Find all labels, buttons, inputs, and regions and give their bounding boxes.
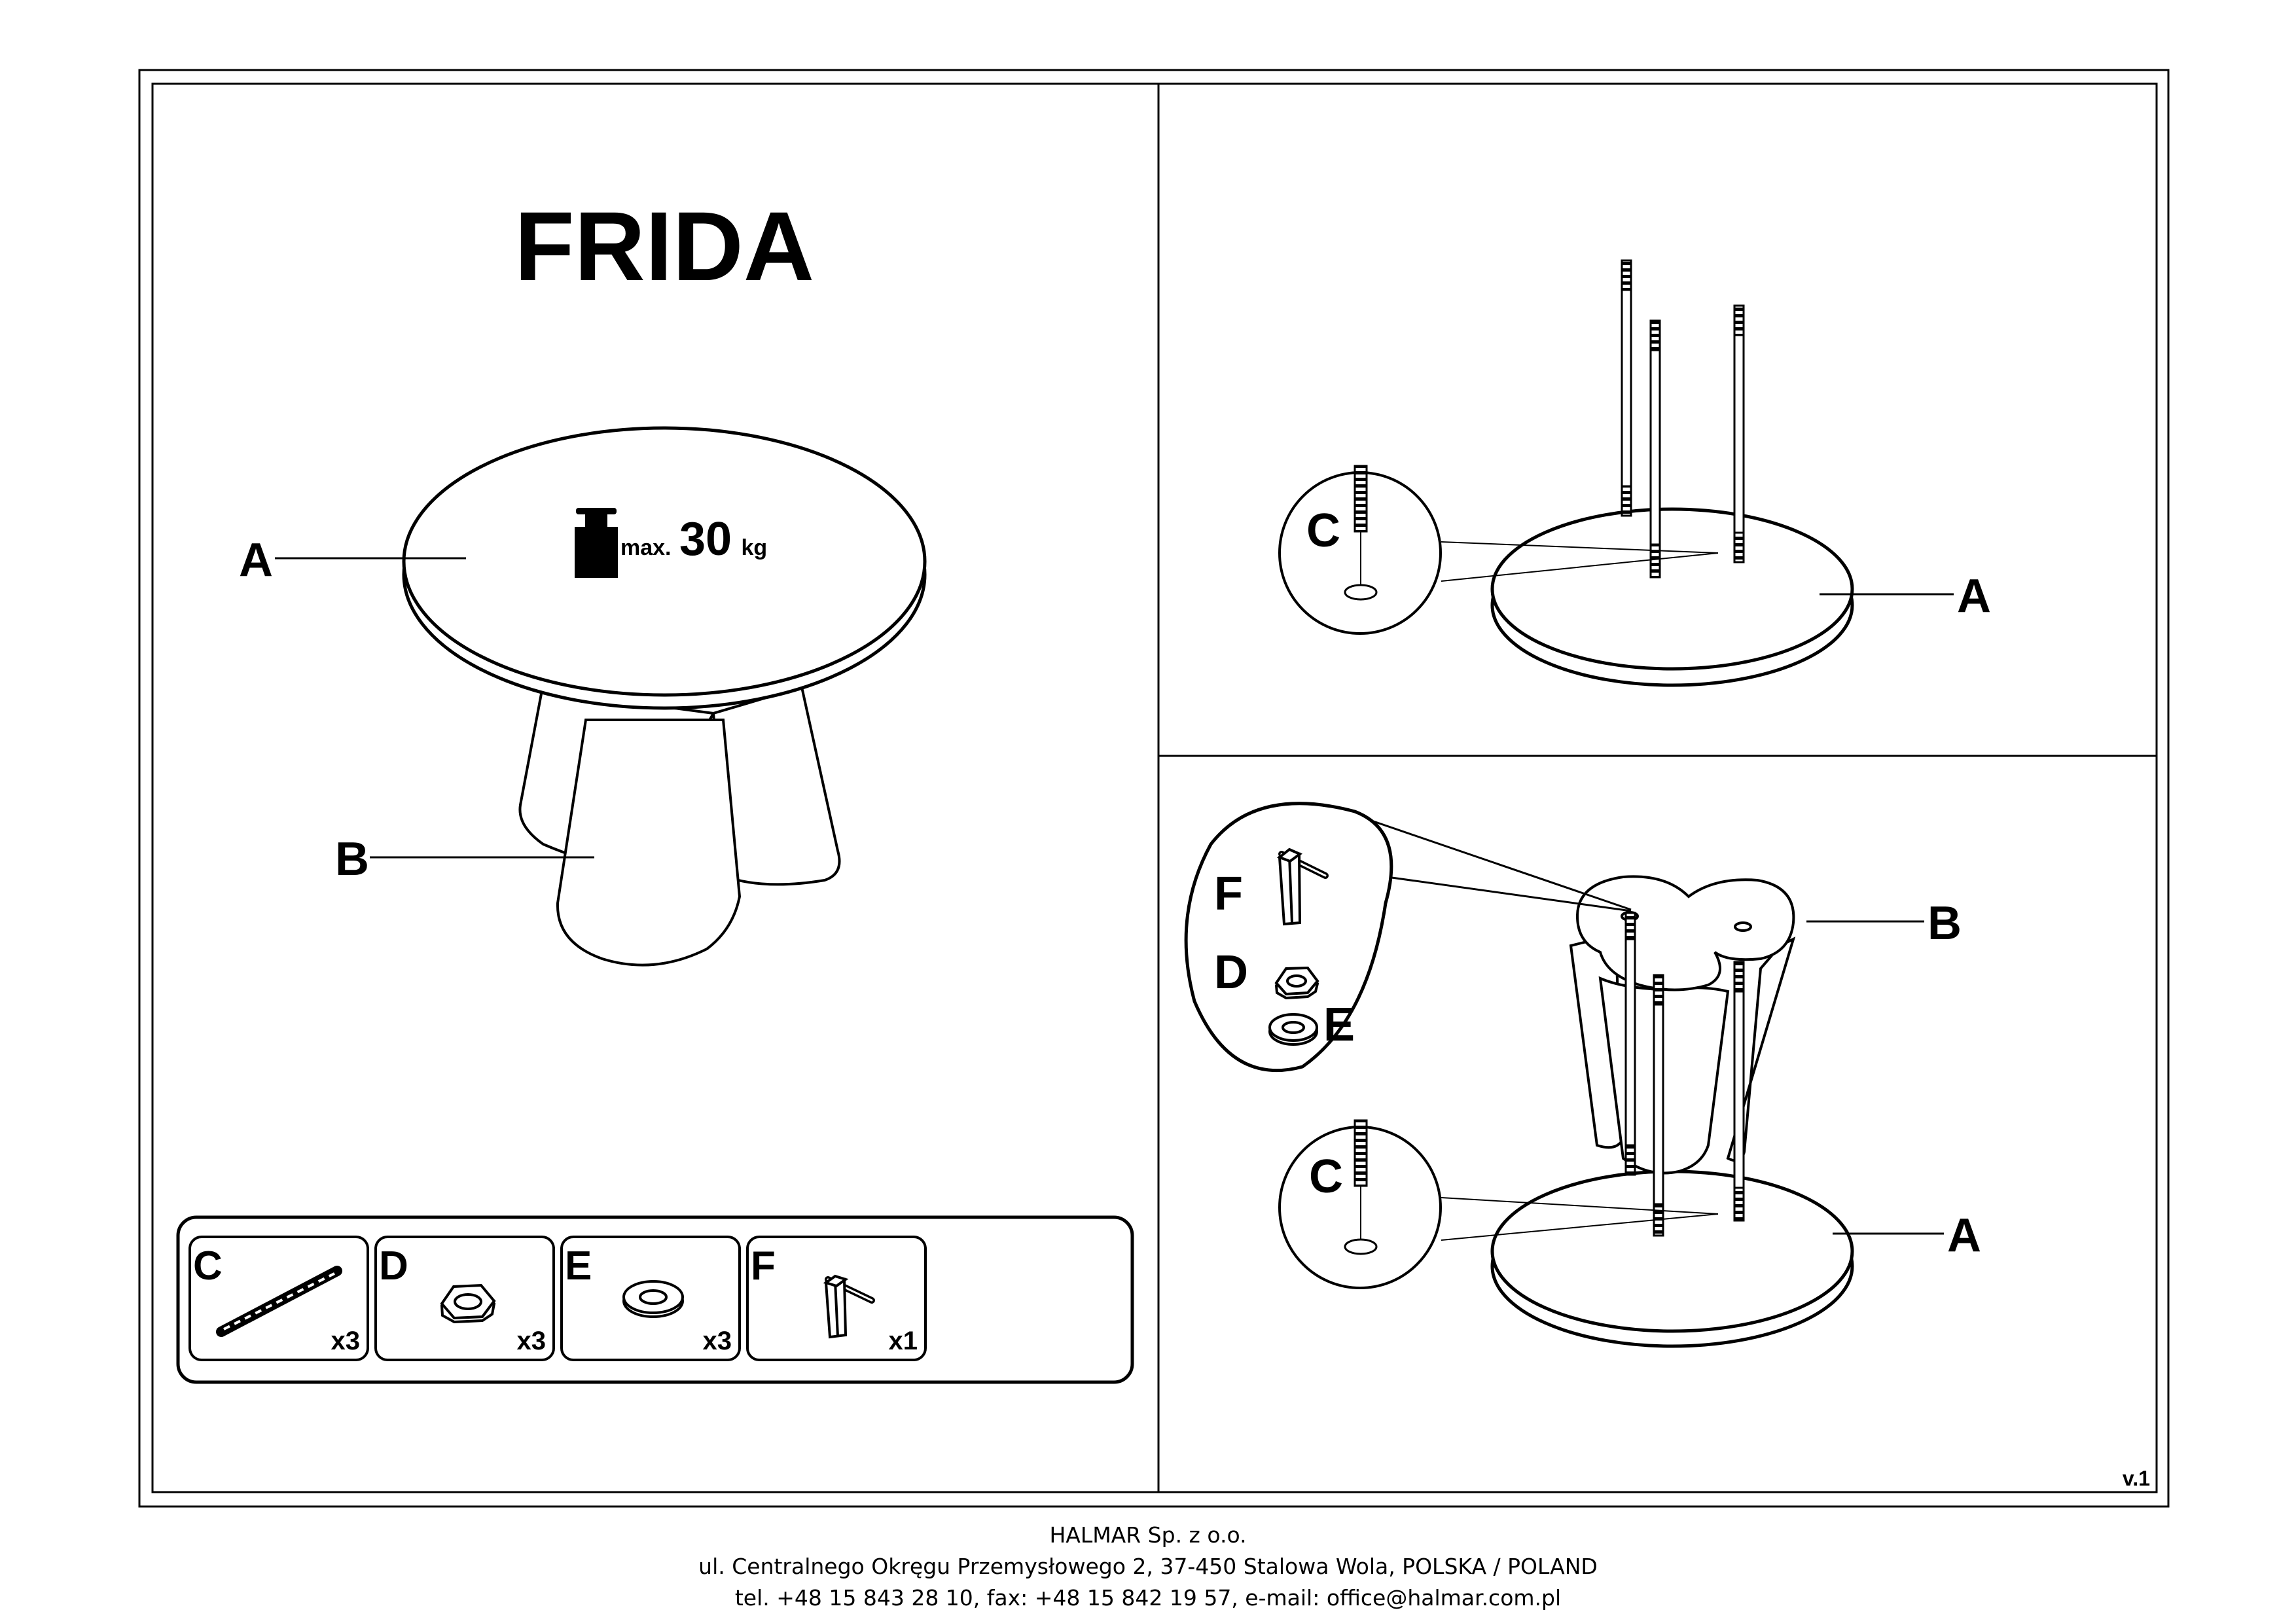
product-title: FRIDA — [514, 191, 814, 301]
part-card-bolt: C x3 — [188, 1236, 369, 1361]
label-bolt: C — [1306, 505, 1340, 557]
max-load-prefix: max. — [620, 535, 672, 560]
bolt-right — [1733, 961, 1745, 1222]
part-qty: x3 — [703, 1327, 732, 1355]
parts-list-frame — [176, 1215, 1134, 1384]
max-load-unit: kg — [742, 535, 768, 560]
outer-frame — [138, 69, 2170, 1508]
label-tabletop: A — [1947, 1209, 1981, 1262]
part-card-washer: E x3 — [560, 1236, 741, 1361]
bolt-detail-zoom — [1278, 1119, 1442, 1289]
footer: HALMAR Sp. z o.o. ul. Centralnego Okręgu… — [0, 1520, 2296, 1614]
label-tabletop: A — [239, 534, 273, 586]
base-illustration — [518, 685, 841, 967]
part-letter: F — [751, 1243, 776, 1289]
footer-company: HALMAR Sp. z o.o. — [1049, 1522, 1247, 1548]
hex-nut-icon — [440, 1283, 496, 1324]
part-card-nut: D x3 — [374, 1236, 555, 1361]
label-nut: D — [1214, 946, 1248, 999]
part-qty: x3 — [331, 1327, 361, 1355]
part-letter: C — [193, 1243, 223, 1289]
footer-contact: tel. +48 15 843 28 10, fax: +48 15 842 1… — [734, 1585, 1562, 1611]
bolt-front — [1653, 974, 1664, 1237]
part-letter: D — [379, 1243, 408, 1289]
label-base: B — [1928, 897, 1962, 950]
bolt-detail-zoom — [1278, 465, 1442, 635]
bolt-rear — [1621, 259, 1632, 517]
allen-key-icon — [823, 1274, 875, 1339]
bolt-right — [1733, 304, 1745, 563]
footer-address: ul. Centralnego Okręgu Przemysłowego 2, … — [698, 1554, 1598, 1579]
label-washer: E — [1323, 999, 1355, 1051]
max-load: max. 30 kg — [620, 513, 767, 565]
part-card-key: F x1 — [746, 1236, 927, 1361]
hardware-detail-zoom: F D E — [1184, 802, 1393, 1073]
label-base: B — [335, 833, 369, 885]
step-2-panel: F D E C B A — [1184, 802, 1981, 1348]
bolt-front — [1649, 319, 1661, 579]
max-load-value: 30 — [679, 513, 732, 565]
base-inverted — [1569, 875, 1796, 1175]
step-1-panel: C A — [1278, 259, 1991, 687]
inner-frame — [151, 82, 2158, 1493]
threaded-rod-icon — [216, 1266, 342, 1337]
overview-panel: FRIDA max. 30 kg A B — [176, 191, 1134, 1384]
hex-nut-icon — [1274, 966, 1319, 1000]
tabletop-illustration — [402, 426, 927, 710]
label-key: F — [1214, 868, 1243, 920]
label-tabletop: A — [1957, 570, 1991, 622]
weight-icon — [575, 508, 618, 578]
bolt-rear — [1624, 912, 1636, 1176]
allen-key-icon — [1277, 847, 1329, 926]
label-bolt: C — [1309, 1150, 1343, 1203]
washer-icon — [622, 1280, 684, 1318]
washer-icon — [1268, 1013, 1318, 1046]
version-label: v.1 — [2123, 1467, 2150, 1490]
part-qty: x1 — [889, 1327, 918, 1355]
part-letter: E — [565, 1243, 592, 1289]
part-qty: x3 — [517, 1327, 547, 1355]
